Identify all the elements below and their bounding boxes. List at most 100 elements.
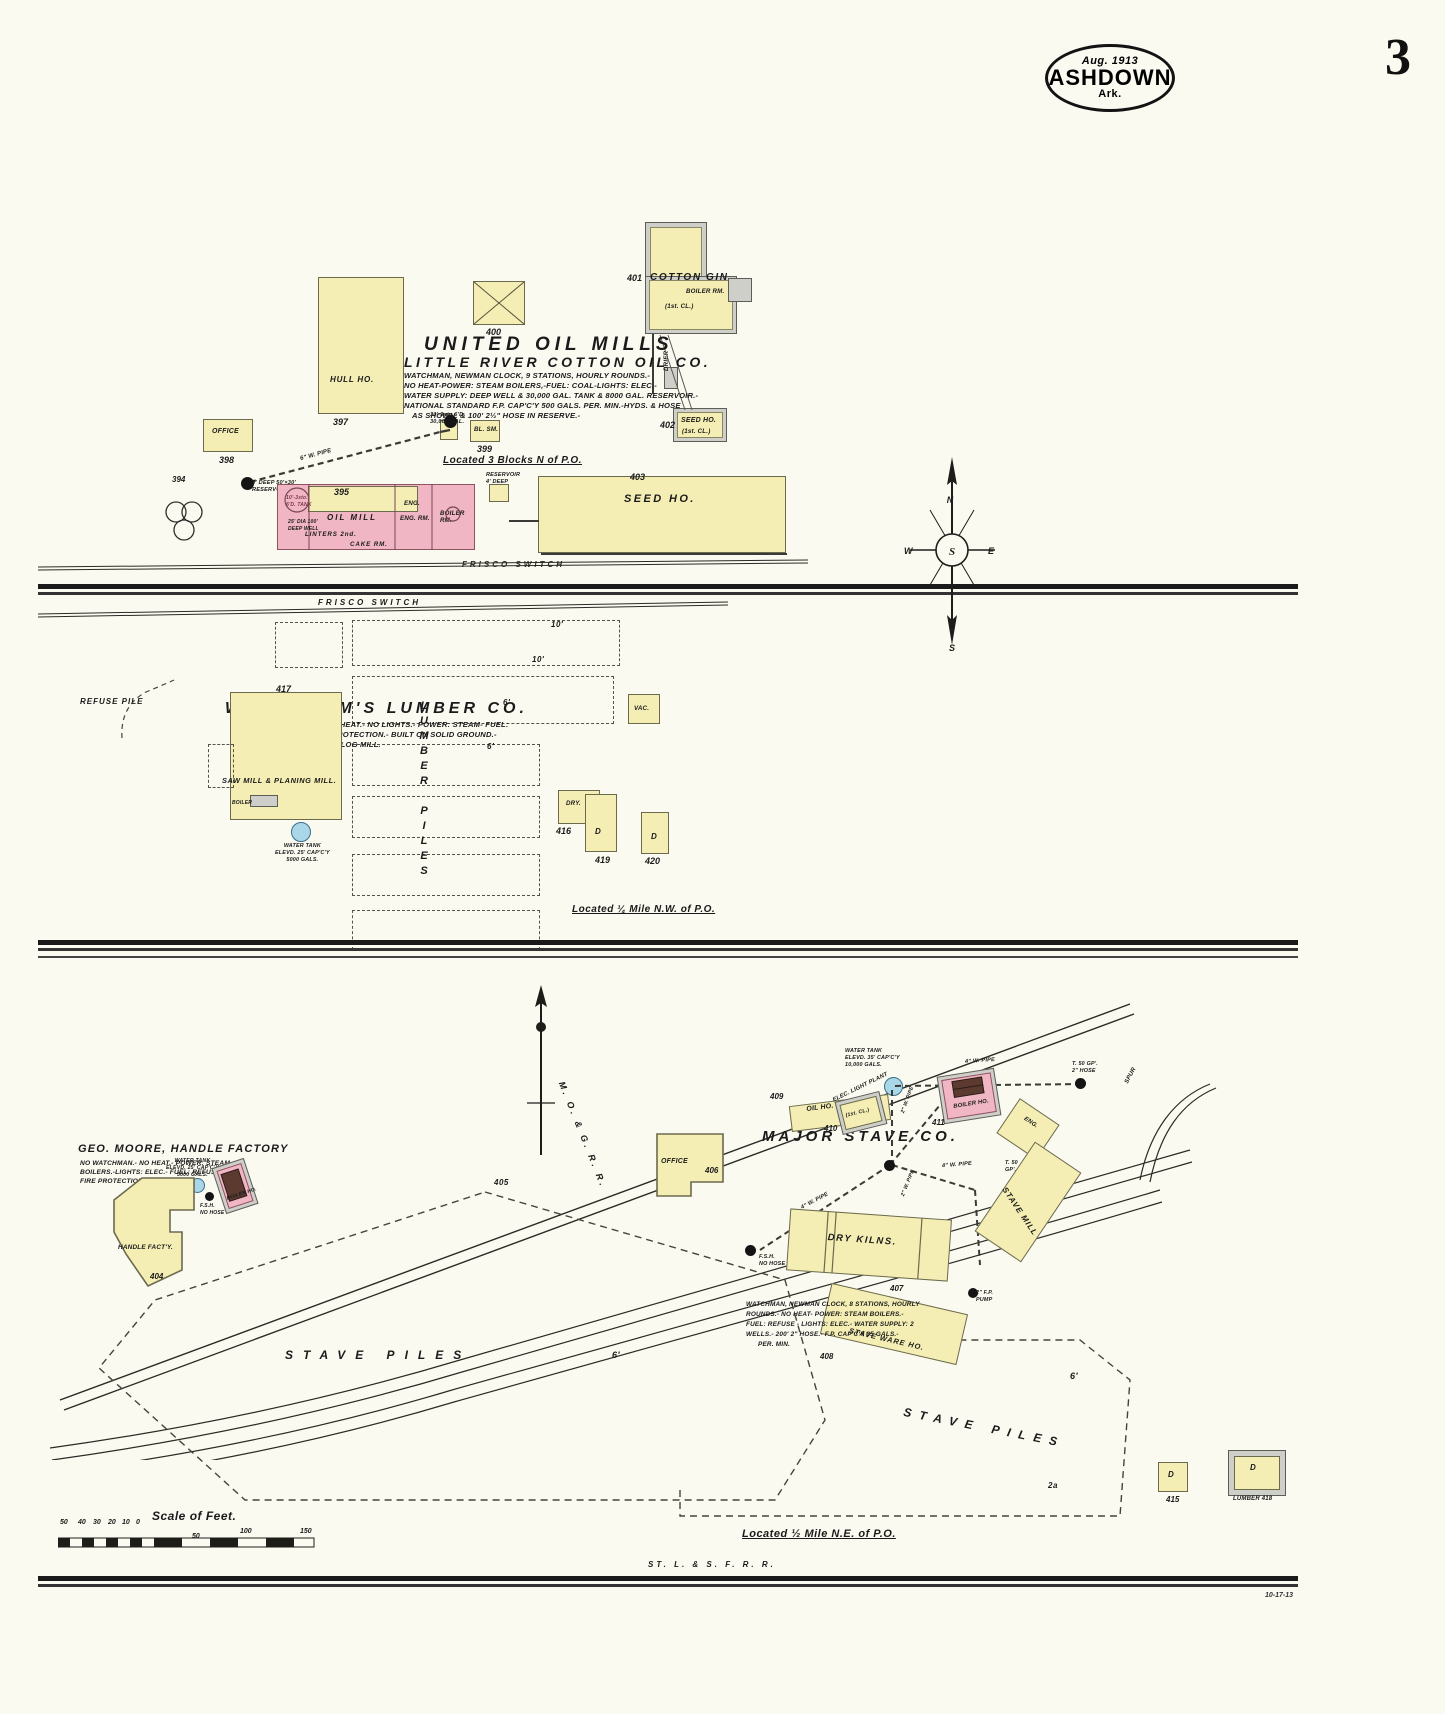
building-number-409: 409 — [770, 1092, 784, 1101]
annotation-t50: T. 50 GP'.2" HOSE — [1072, 1061, 1098, 1074]
scale-tick-20: 20 — [108, 1519, 116, 1526]
label-419-d: D — [595, 827, 601, 836]
building-small-shed — [489, 484, 509, 502]
frisco-switch-track-2 — [38, 601, 728, 618]
water-tank-adams — [291, 822, 311, 842]
stave-piles-outline — [98, 1191, 826, 1501]
hydrant-sw — [745, 1245, 756, 1256]
united-oil-mills-title: UNITED OIL MILLS — [424, 334, 674, 355]
united-water-pipe — [249, 428, 451, 484]
stave-dim-2a: 2a — [1048, 1481, 1058, 1490]
scale-tick-40: 40 — [78, 1519, 86, 1526]
building-number-400: 400 — [486, 327, 502, 337]
label-402-seed-ho: SEED HO. — [681, 417, 717, 424]
building-419-d — [585, 794, 617, 852]
label-eng: ENG. — [404, 500, 420, 507]
svg-text:N: N — [947, 495, 954, 505]
building-number-417: 417 — [276, 684, 292, 694]
adams-location-note: Located ¼ Mile N.W. of P.O. — [572, 904, 716, 915]
label-416-dry: DRY. — [566, 800, 581, 807]
building-number-404: 404 — [150, 1272, 164, 1281]
adams-spec-2: REFUSE.- NO FIRE PROTECTION.- BUILT ON S… — [258, 730, 497, 739]
label-418-lumber: LUMBER 418 — [1233, 1496, 1273, 1502]
building-402-fill — [677, 412, 723, 438]
building-cotton-gin-main-fill — [649, 280, 733, 330]
hydrant-dot-east — [444, 415, 457, 428]
building-398-office — [203, 419, 253, 452]
building-number-411: 411 — [932, 1118, 945, 1127]
label-hull-ho: HULL HO. — [330, 375, 375, 384]
svg-text:S: S — [949, 546, 955, 558]
label-402-class: (1st. CL.) — [682, 428, 711, 435]
hydrant-geo-moore — [205, 1192, 214, 1201]
lumber-pile-3 — [352, 676, 614, 724]
united-location-note: Located 3 Blocks N of P.O. — [443, 455, 582, 466]
building-415-d — [1158, 1462, 1188, 1492]
label-418-d: D — [1250, 1463, 1256, 1472]
building-number-403: 403 — [630, 472, 646, 482]
annotation-reservoir: 8' DEEP 50'×30'RESERVOIR — [252, 480, 296, 493]
label-403-seed-ho: SEED HO. — [624, 493, 696, 505]
lumber-pile-5 — [352, 796, 540, 838]
main-railroad-line-1b — [38, 592, 1298, 595]
yard-dim-6a: 6' — [503, 698, 511, 707]
building-404-handle-factory — [113, 1177, 195, 1288]
footer-note: 10-17-13 — [1265, 1592, 1294, 1599]
label-vac: VAC. — [634, 705, 650, 712]
building-number-398: 398 — [219, 455, 235, 465]
annotation-tank-small: 10'-3sto.6'D. TANK — [286, 495, 312, 508]
stave-dim-6b: 6' — [1070, 1371, 1079, 1381]
track-label-frisco-2: FRISCO SWITCH — [318, 598, 421, 607]
united-spec-3: WATER SUPPLY: DEEP WELL & 30,000 GAL. TA… — [404, 391, 699, 400]
label-saw-mill: SAW MILL & PLANING MILL. — [222, 776, 337, 785]
lumber-pile-4 — [352, 744, 540, 786]
building-number-406: 406 — [705, 1166, 719, 1175]
page-number: 3 — [1385, 29, 1411, 86]
label-fp-pump: 2" F.P.PUMP — [976, 1290, 994, 1303]
label-cake-rm: CAKE RM. — [350, 541, 388, 548]
oil-tanks-circles — [165, 501, 203, 541]
label-office-398: OFFICE — [212, 428, 239, 435]
label-417-boiler: BOILER — [232, 800, 253, 806]
united-spec-1: WATCHMAN, NEWMAN CLOCK, 9 STATIONS, HOUR… — [404, 371, 651, 380]
label-fsh-sw: F.S.H.NO HOSE — [759, 1254, 786, 1267]
frisco-switch-track-1 — [38, 559, 808, 571]
scale-title: Scale of Feet. — [152, 1509, 237, 1523]
building-395-frame-section — [308, 486, 418, 512]
main-railroad-line-1 — [38, 584, 1298, 589]
building-number-415: 415 — [1166, 1495, 1180, 1504]
building-403-seed-ho — [538, 476, 786, 553]
scale-tick-30: 30 — [93, 1519, 101, 1526]
building-number-408: 408 — [820, 1352, 834, 1361]
building-number-410: 410 — [824, 1124, 838, 1133]
track-label-frisco-1: FRISCO SWITCH — [462, 560, 565, 569]
building-418-d — [1234, 1456, 1280, 1490]
building-411-boilers-detail — [951, 1076, 985, 1099]
oil-mill-partitions — [284, 484, 461, 550]
building-number-407: 407 — [890, 1284, 904, 1293]
adams-spec-1: NO WATCHMAN.- NO HEAT.- NO LIGHTS.- POWE… — [258, 720, 509, 729]
united-spec-4: NATIONAL STANDARD F.P. CAP'C'Y 500 GALS.… — [404, 401, 681, 410]
yard-dim-10b: 10' — [532, 655, 545, 664]
label-linters: LINTERS 2nd. — [305, 531, 357, 538]
stamp-city: ASHDOWN — [1048, 65, 1172, 90]
label-420-d: D — [651, 832, 657, 841]
building-number-401: 401 — [627, 273, 643, 283]
svg-text:E: E — [988, 546, 995, 556]
label-bl-sm: BL. SM. — [474, 426, 499, 433]
scale-tick-50a: 50 — [60, 1519, 68, 1526]
hydrant-ne — [1075, 1078, 1086, 1089]
building-number-419: 419 — [595, 855, 611, 865]
north-arrow-small — [527, 985, 555, 1155]
scale-bar — [58, 1537, 315, 1548]
building-number-394: 394 — [172, 475, 186, 484]
stamp-state: Ark. — [1098, 88, 1122, 100]
building-417-saw-mill — [230, 692, 342, 820]
major-spec-3: FUEL: REFUSE - LIGHTS: ELEC.- WATER SUPP… — [746, 1321, 914, 1328]
scale-tick-10: 10 — [122, 1519, 130, 1526]
label-415-d: D — [1168, 1470, 1174, 1479]
